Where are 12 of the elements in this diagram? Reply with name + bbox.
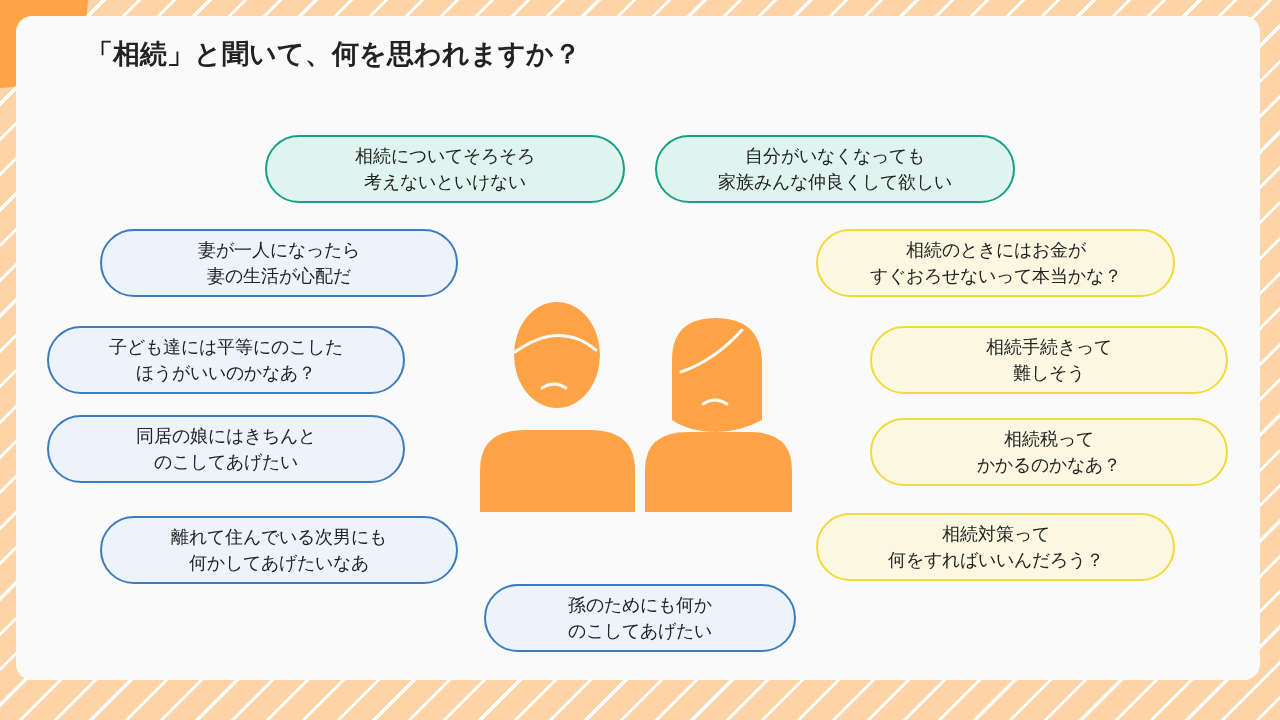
speech-bubble: 自分がいなくなっても家族みんな仲良くして欲しい (655, 135, 1015, 203)
title: 「相続」と聞いて、何を思われますか？ (86, 37, 581, 71)
speech-bubble: 子ども達には平等にのこしたほうがいいのかなあ？ (47, 326, 405, 394)
speech-bubble: 離れて住んでいる次男にも何かしてあげたいなあ (100, 516, 458, 584)
speech-bubble: 同居の娘にはきちんとのこしてあげたい (47, 415, 405, 483)
speech-bubble: 相続のときにはお金がすぐおろせないって本当かな？ (816, 229, 1175, 297)
speech-bubble: 相続税ってかかるのかなあ？ (870, 418, 1228, 486)
speech-bubble: 相続手続きって難しそう (870, 326, 1228, 394)
speech-bubble: 孫のためにも何かのこしてあげたい (484, 584, 796, 652)
speech-bubble: 相続についてそろそろ考えないといけない (265, 135, 625, 203)
speech-bubble: 相続対策って何をすればいいんだろう？ (816, 513, 1175, 581)
speech-bubble: 妻が一人になったら妻の生活が心配だ (100, 229, 458, 297)
